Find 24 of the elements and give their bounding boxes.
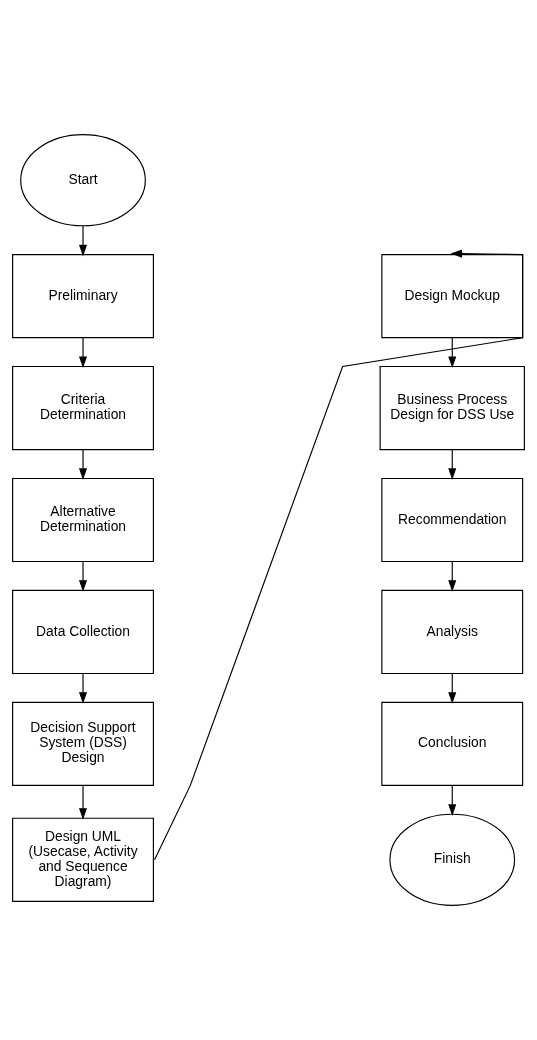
arrow <box>78 673 88 704</box>
arrow <box>78 561 88 592</box>
node-box: Conclusion <box>381 701 524 786</box>
node-box: Alternative Determination <box>12 477 154 563</box>
arrow <box>448 673 457 704</box>
node-box: Recommendation <box>381 477 524 563</box>
arrow <box>78 784 88 820</box>
arrow <box>448 337 457 368</box>
arrow <box>78 449 88 480</box>
arrow <box>154 249 524 861</box>
arrow <box>448 784 457 816</box>
node-box: Data Collection <box>12 589 154 675</box>
node-ellipse: Finish <box>389 813 516 906</box>
node-box: Preliminary <box>12 254 154 339</box>
node-box: Design UML (Usecase, Activity and Sequence Diagram) <box>12 817 154 902</box>
arrow <box>78 225 88 257</box>
node-box: Analysis <box>381 589 524 675</box>
node-box: Business Process Design for DSS Use <box>379 365 525 451</box>
node-box: Criteria Determination <box>12 365 154 451</box>
arrow <box>448 561 457 592</box>
arrow <box>78 337 88 368</box>
node-box: Decision Support System (DSS) Design <box>12 701 154 786</box>
node-ellipse: Start <box>20 134 146 227</box>
arrow <box>448 449 457 480</box>
